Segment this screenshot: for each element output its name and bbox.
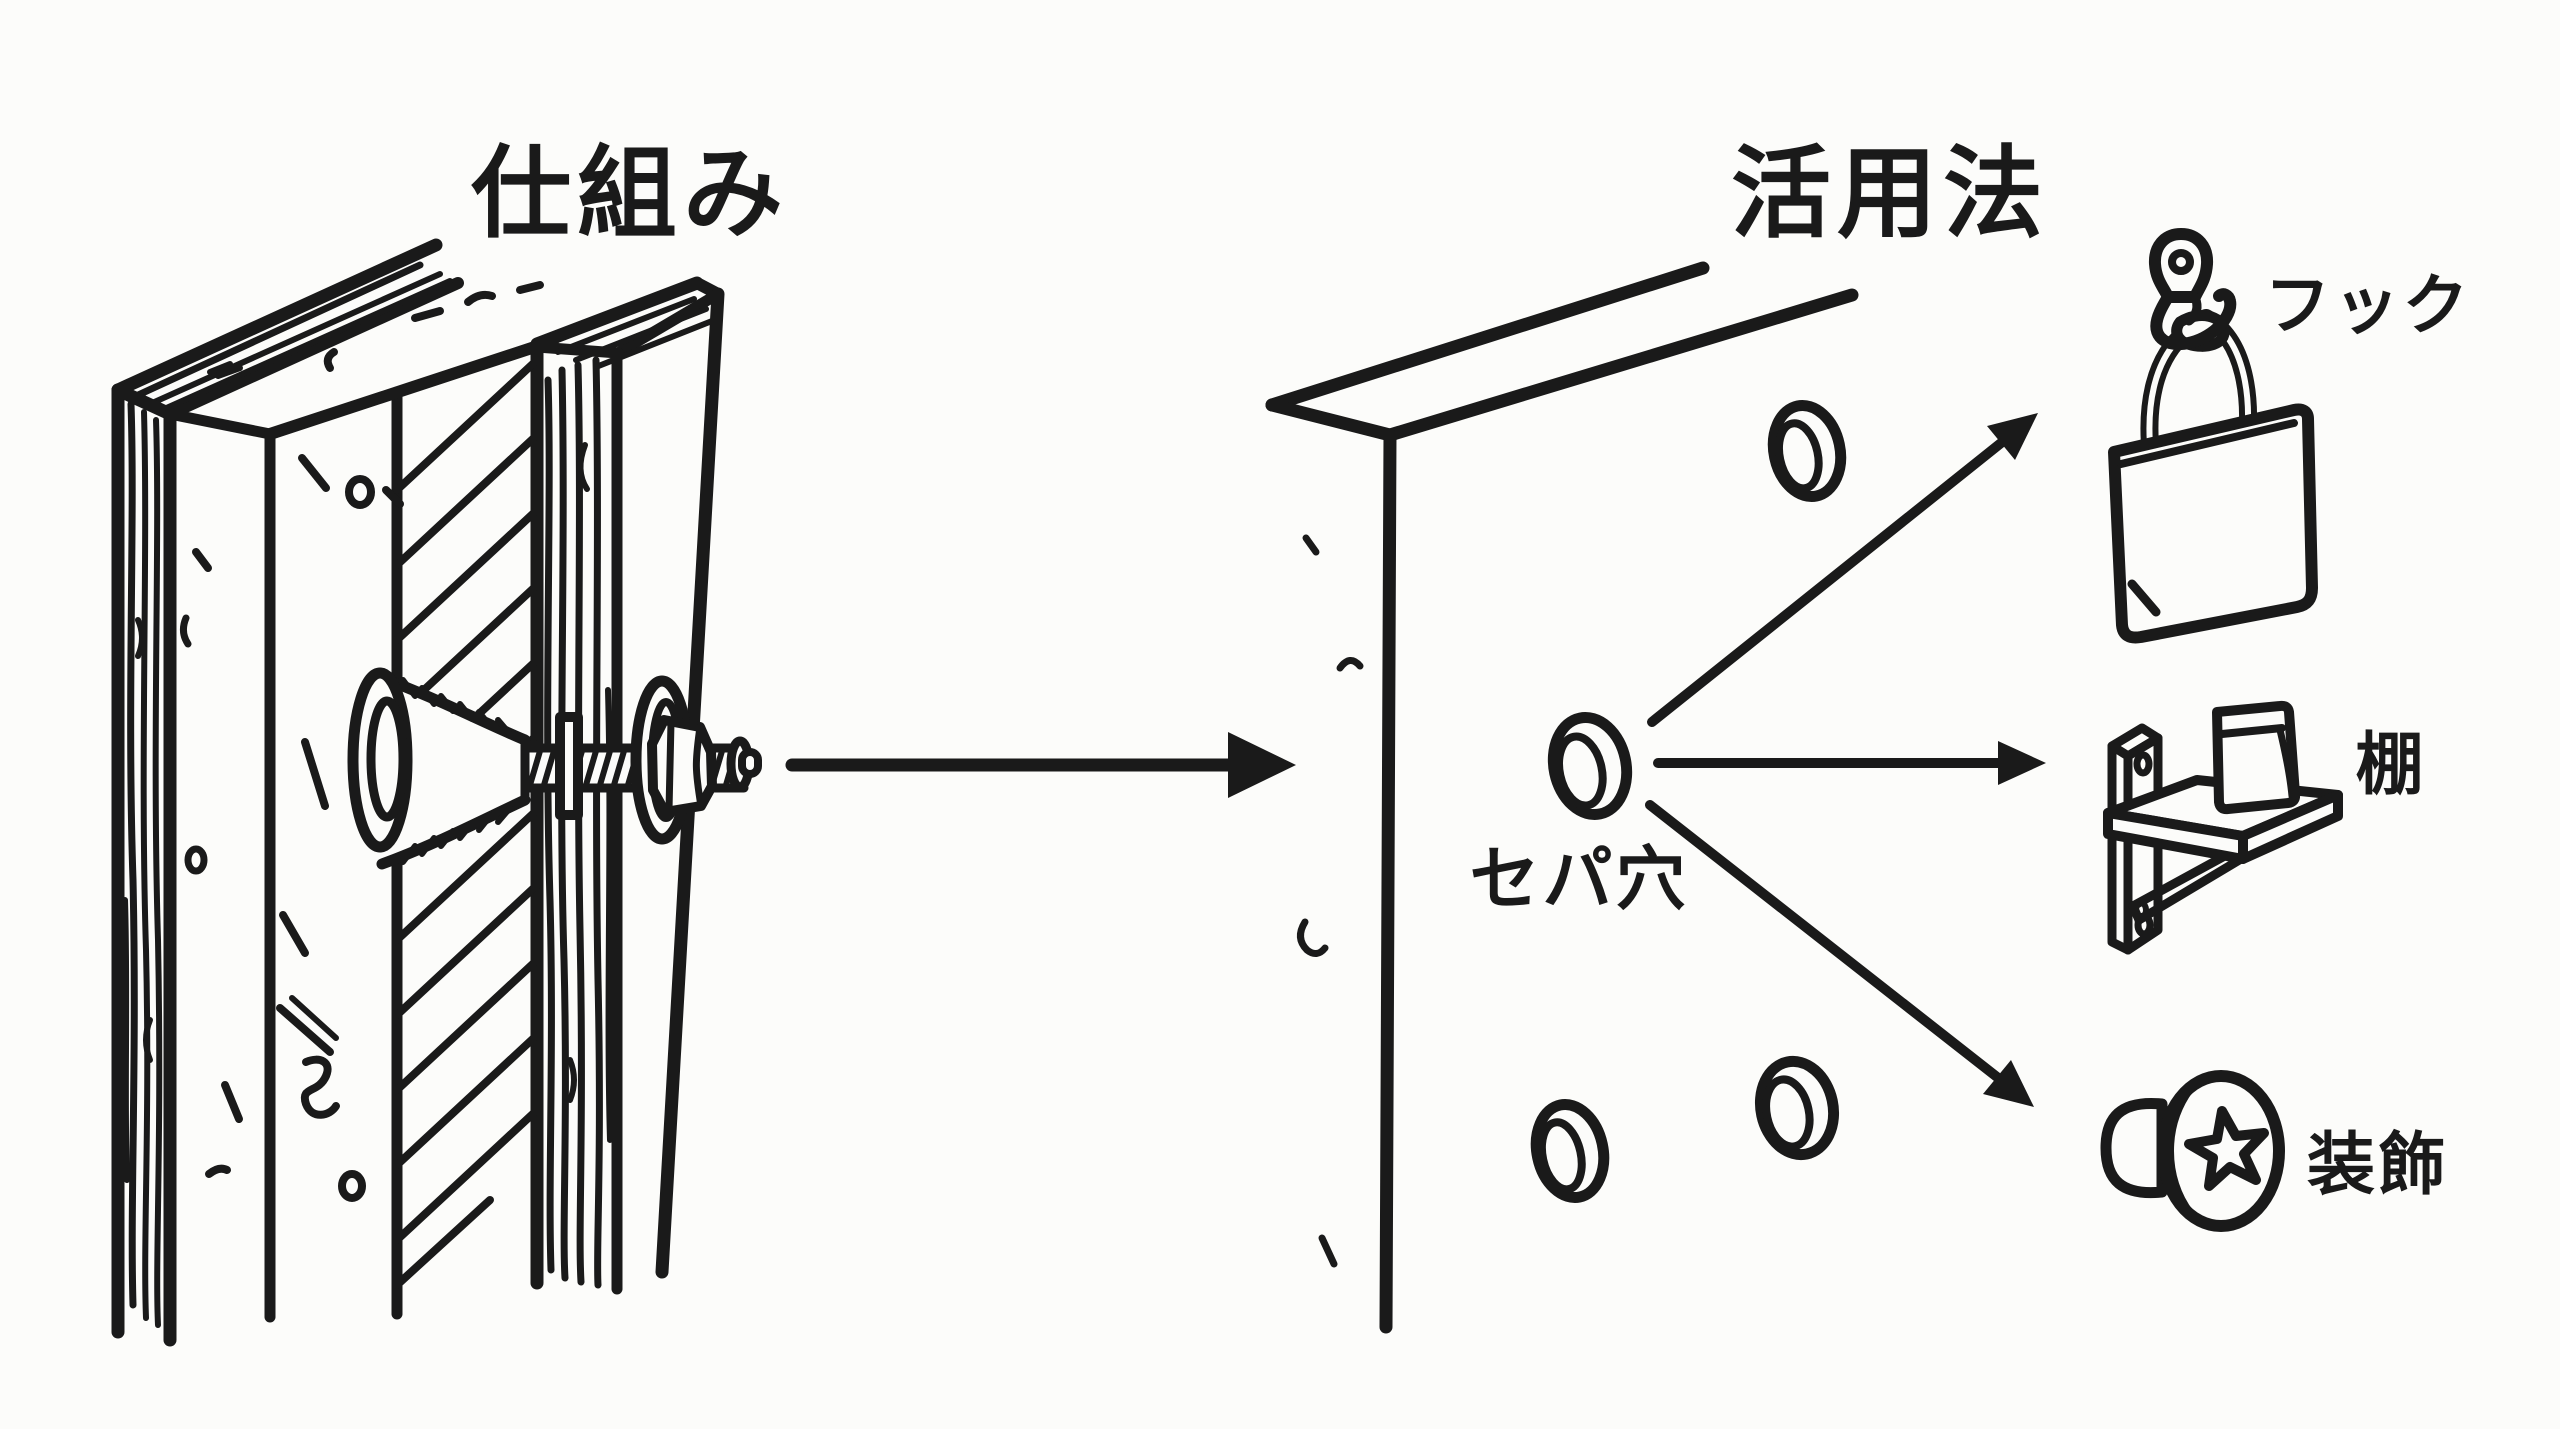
arrow-to-hook-icon: [1647, 413, 2038, 727]
concrete-top-edge: [264, 335, 559, 440]
bag-fold-mark: [2127, 579, 2161, 617]
hex-nut: [647, 715, 717, 817]
front-board-top-face: [111, 238, 464, 420]
form-plate: [555, 712, 583, 820]
wall-texture-marks: [1297, 534, 1364, 1268]
package-on-shelf: [2212, 700, 2301, 815]
board-face-texture: [179, 548, 243, 1178]
shelf-label: 棚: [2355, 726, 2426, 805]
bag-icon: [2108, 403, 2318, 644]
star-icon: [2184, 1106, 2269, 1191]
transform-arrow-icon: [785, 732, 1296, 798]
cap-plug-side: [2100, 1097, 2168, 1199]
decoration-label: 装飾: [2307, 1126, 2449, 1205]
p-cone: [347, 667, 531, 870]
usage-title: 活用法: [1731, 135, 2049, 252]
concrete-top-face: [323, 281, 544, 372]
sepa-hole-bottom-left: [1530, 1099, 1610, 1203]
cone-thread-ticks: [400, 677, 513, 865]
wall-top-outer-edge: [1265, 261, 1710, 412]
wall-front-edge: [1379, 428, 1397, 1334]
shelf-icon: [2103, 700, 2343, 955]
arrow-to-decoration-icon: [1645, 800, 2034, 1107]
wall-corner-bevel: [1265, 398, 1397, 442]
back-board-top-face: [530, 276, 724, 370]
hook-label: フック: [2265, 267, 2472, 344]
wood-grain-texture: [544, 356, 613, 1289]
sepa-hole-bottom-right: [1754, 1055, 1840, 1161]
wall-top-inner-edge: [1383, 288, 1859, 442]
separator-bolt-illustration: [347, 667, 762, 870]
hook-icon: [2148, 228, 2237, 351]
concrete-wall-illustration: [1265, 261, 1859, 1334]
mechanism-title: 仕組み: [471, 135, 789, 252]
rod-tip: [726, 736, 762, 792]
wood-grain-texture: [122, 400, 163, 1328]
concrete-face-texture: [276, 454, 404, 1202]
wall-cross-section-illustration: [111, 238, 725, 1347]
sepa-hole-label: セパ穴: [1470, 838, 1689, 920]
sepa-hole-top: [1767, 399, 1847, 503]
hook-with-bag-icon: [2108, 228, 2318, 644]
shelf-board: [2103, 775, 2343, 864]
sepa-hole-main: [1547, 711, 1633, 821]
decoration-icon: [2100, 1070, 2285, 1232]
arrow-to-shelf-icon: [1653, 741, 2046, 785]
